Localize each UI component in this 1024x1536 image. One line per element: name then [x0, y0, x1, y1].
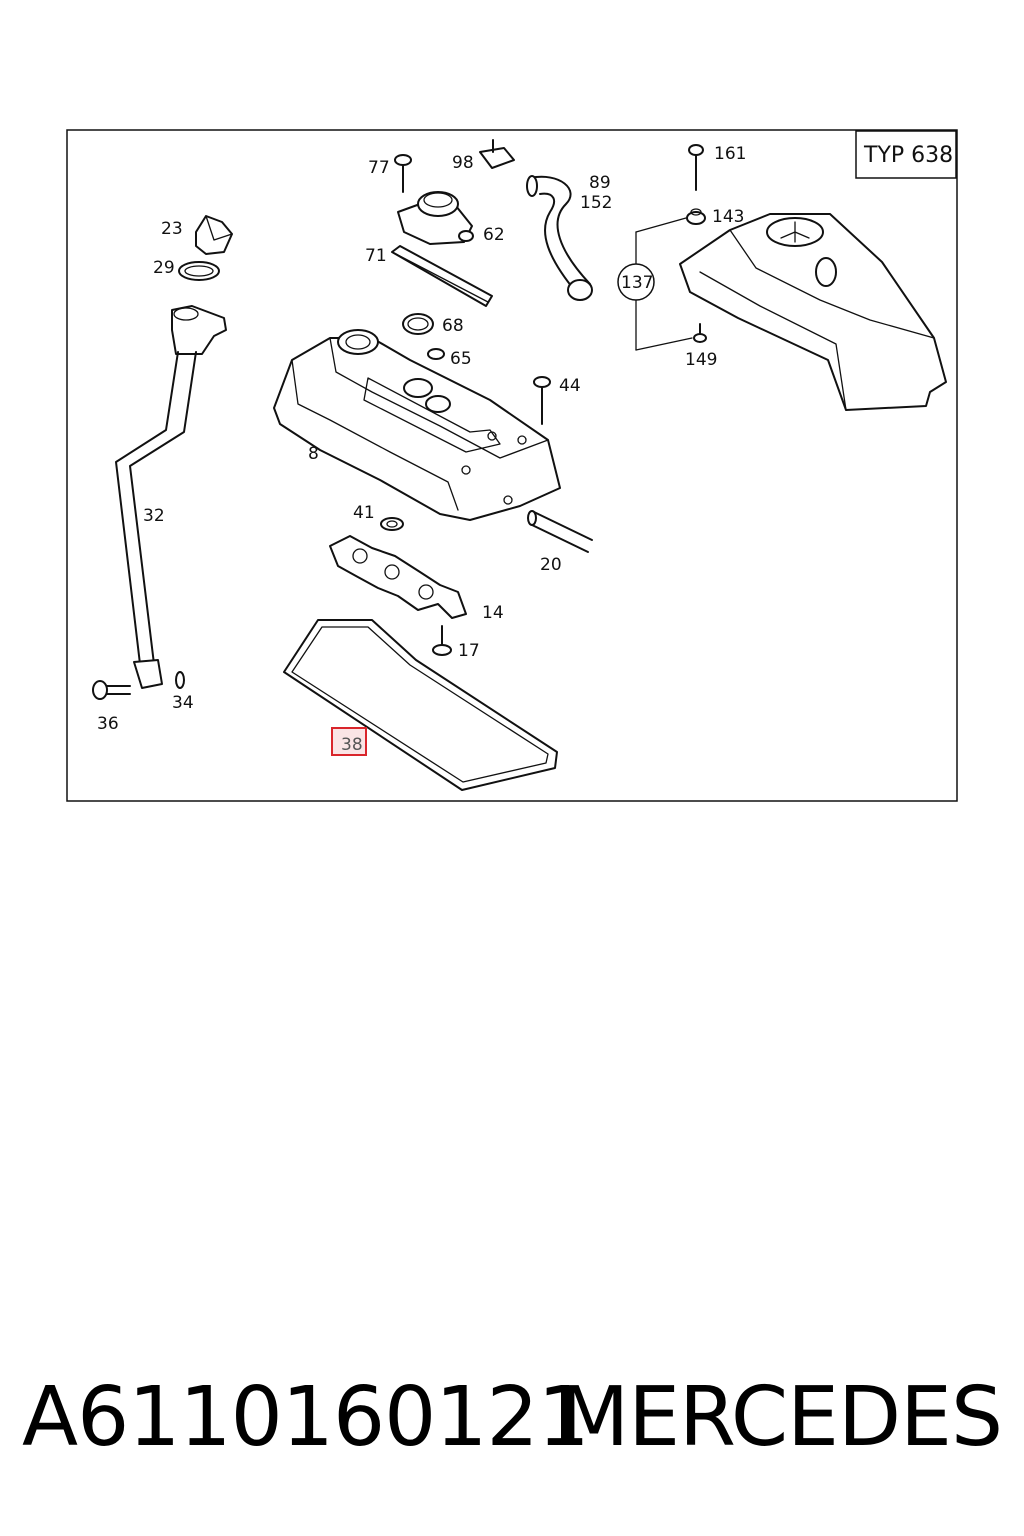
label-149: 149 — [685, 350, 717, 370]
part-29-seal-ring — [178, 261, 220, 281]
part-32-filler-tube — [115, 305, 227, 689]
label-23: 23 — [161, 219, 183, 239]
part-71-seal-strip — [391, 245, 493, 307]
part-number-text: A6110160121 — [22, 1370, 590, 1465]
type-box — [855, 130, 957, 179]
engine-cover — [679, 213, 947, 411]
label-41: 41 — [353, 503, 375, 523]
label-65: 65 — [450, 349, 472, 369]
label-62: 62 — [483, 225, 505, 245]
label-17: 17 — [458, 641, 480, 661]
part-44-bolt — [533, 376, 551, 425]
label-32: 32 — [143, 506, 165, 526]
label-29: 29 — [153, 258, 175, 278]
part-143-grommet — [686, 208, 706, 225]
part-68-seal — [402, 313, 434, 335]
label-36: 36 — [97, 714, 119, 734]
label-152: 152 — [580, 193, 612, 213]
part-36-bolt — [92, 680, 131, 700]
label-34: 34 — [172, 693, 194, 713]
label-8: 8 — [308, 444, 319, 464]
part-8-cylinder-head-cover — [273, 329, 561, 521]
diagram-frame — [66, 129, 958, 802]
label-20: 20 — [540, 555, 562, 575]
part-77-bolt — [394, 154, 412, 193]
label-77: 77 — [368, 158, 390, 178]
part-65-seal — [427, 348, 445, 360]
label-44: 44 — [559, 376, 581, 396]
label-143: 143 — [712, 207, 744, 227]
part-23-filler-cap — [195, 215, 233, 255]
brand-text: MERCEDES — [558, 1370, 1003, 1465]
callout-labels: 77 98 89 152 161 23 62 143 29 71 137 68 … — [97, 144, 746, 756]
highlight-box-38 — [331, 727, 367, 756]
label-38: 38 — [341, 735, 363, 755]
part-34-ring — [175, 671, 185, 689]
part-38-gasket — [283, 619, 558, 791]
label-137: 137 — [621, 273, 653, 293]
type-box-text: TYP 638 — [863, 143, 953, 168]
part-137-group — [617, 217, 693, 351]
part-89-152-breather-hose — [526, 175, 593, 301]
part-41-clip — [380, 517, 404, 531]
footer: A6110160121 MERCEDES — [0, 1370, 1024, 1480]
label-89: 89 — [589, 173, 611, 193]
part-149-stud — [693, 323, 707, 343]
part-137-circle — [617, 263, 655, 301]
part-17-bolt — [432, 625, 452, 656]
part-14-camshaft-bridge — [329, 535, 467, 619]
part-20-hose — [527, 510, 593, 553]
label-98: 98 — [452, 153, 474, 173]
parts-diagram: TYP 638 — [66, 129, 958, 802]
label-68: 68 — [442, 316, 464, 336]
part-161-bolt — [688, 144, 704, 191]
part-62-oil-separator — [397, 191, 474, 245]
label-71: 71 — [365, 246, 387, 266]
label-161: 161 — [714, 144, 746, 164]
part-98-connector — [479, 139, 515, 169]
label-14: 14 — [482, 603, 504, 623]
